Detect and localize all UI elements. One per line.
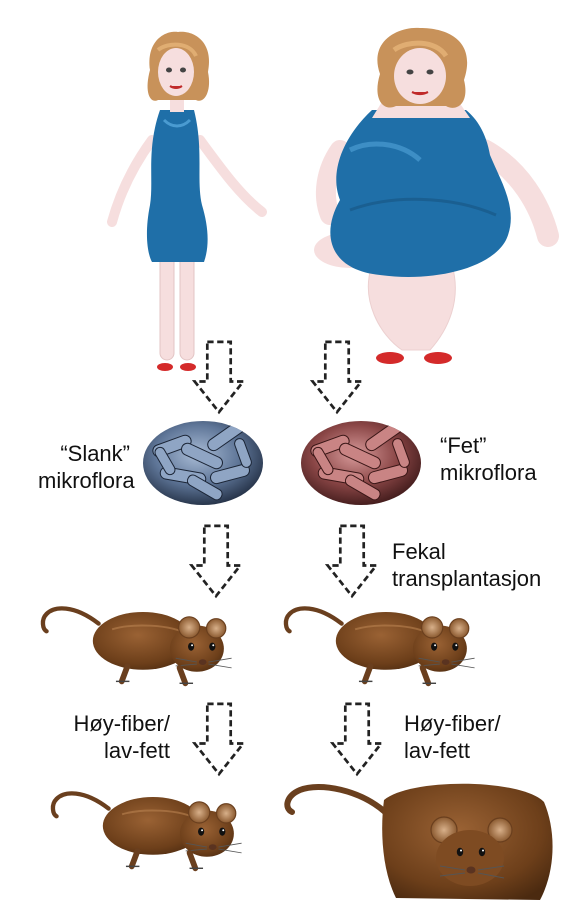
- obese-woman-icon: [314, 28, 548, 364]
- slim-microflora-label: “Slank” mikroflora: [38, 440, 130, 494]
- diet-label-right: Høy-fiber/ lav-fett: [404, 710, 501, 764]
- mouse-icon: [43, 608, 232, 683]
- obese-mouse-icon: [287, 784, 552, 900]
- dashed-down-arrow-icon: [192, 526, 241, 596]
- fecal-transplant-label: Fekal transplantasjon: [392, 538, 541, 592]
- bacteria-cluster-icon-slim: [143, 419, 263, 505]
- dashed-down-arrow-icon: [195, 704, 244, 774]
- dashed-down-arrow-icon: [195, 342, 244, 412]
- slim-woman-icon: [112, 32, 262, 371]
- fat-microflora-label: “Fet” mikroflora: [440, 432, 537, 486]
- diet-label-left: Høy-fiber/ lav-fett: [40, 710, 170, 764]
- dashed-down-arrow-icon: [328, 526, 377, 596]
- dashed-down-arrow-icon: [313, 342, 362, 412]
- dashed-down-arrow-icon: [333, 704, 382, 774]
- mouse-icon: [53, 793, 242, 868]
- mouse-icon: [286, 608, 475, 683]
- bacteria-cluster-icon-fat: [301, 419, 421, 505]
